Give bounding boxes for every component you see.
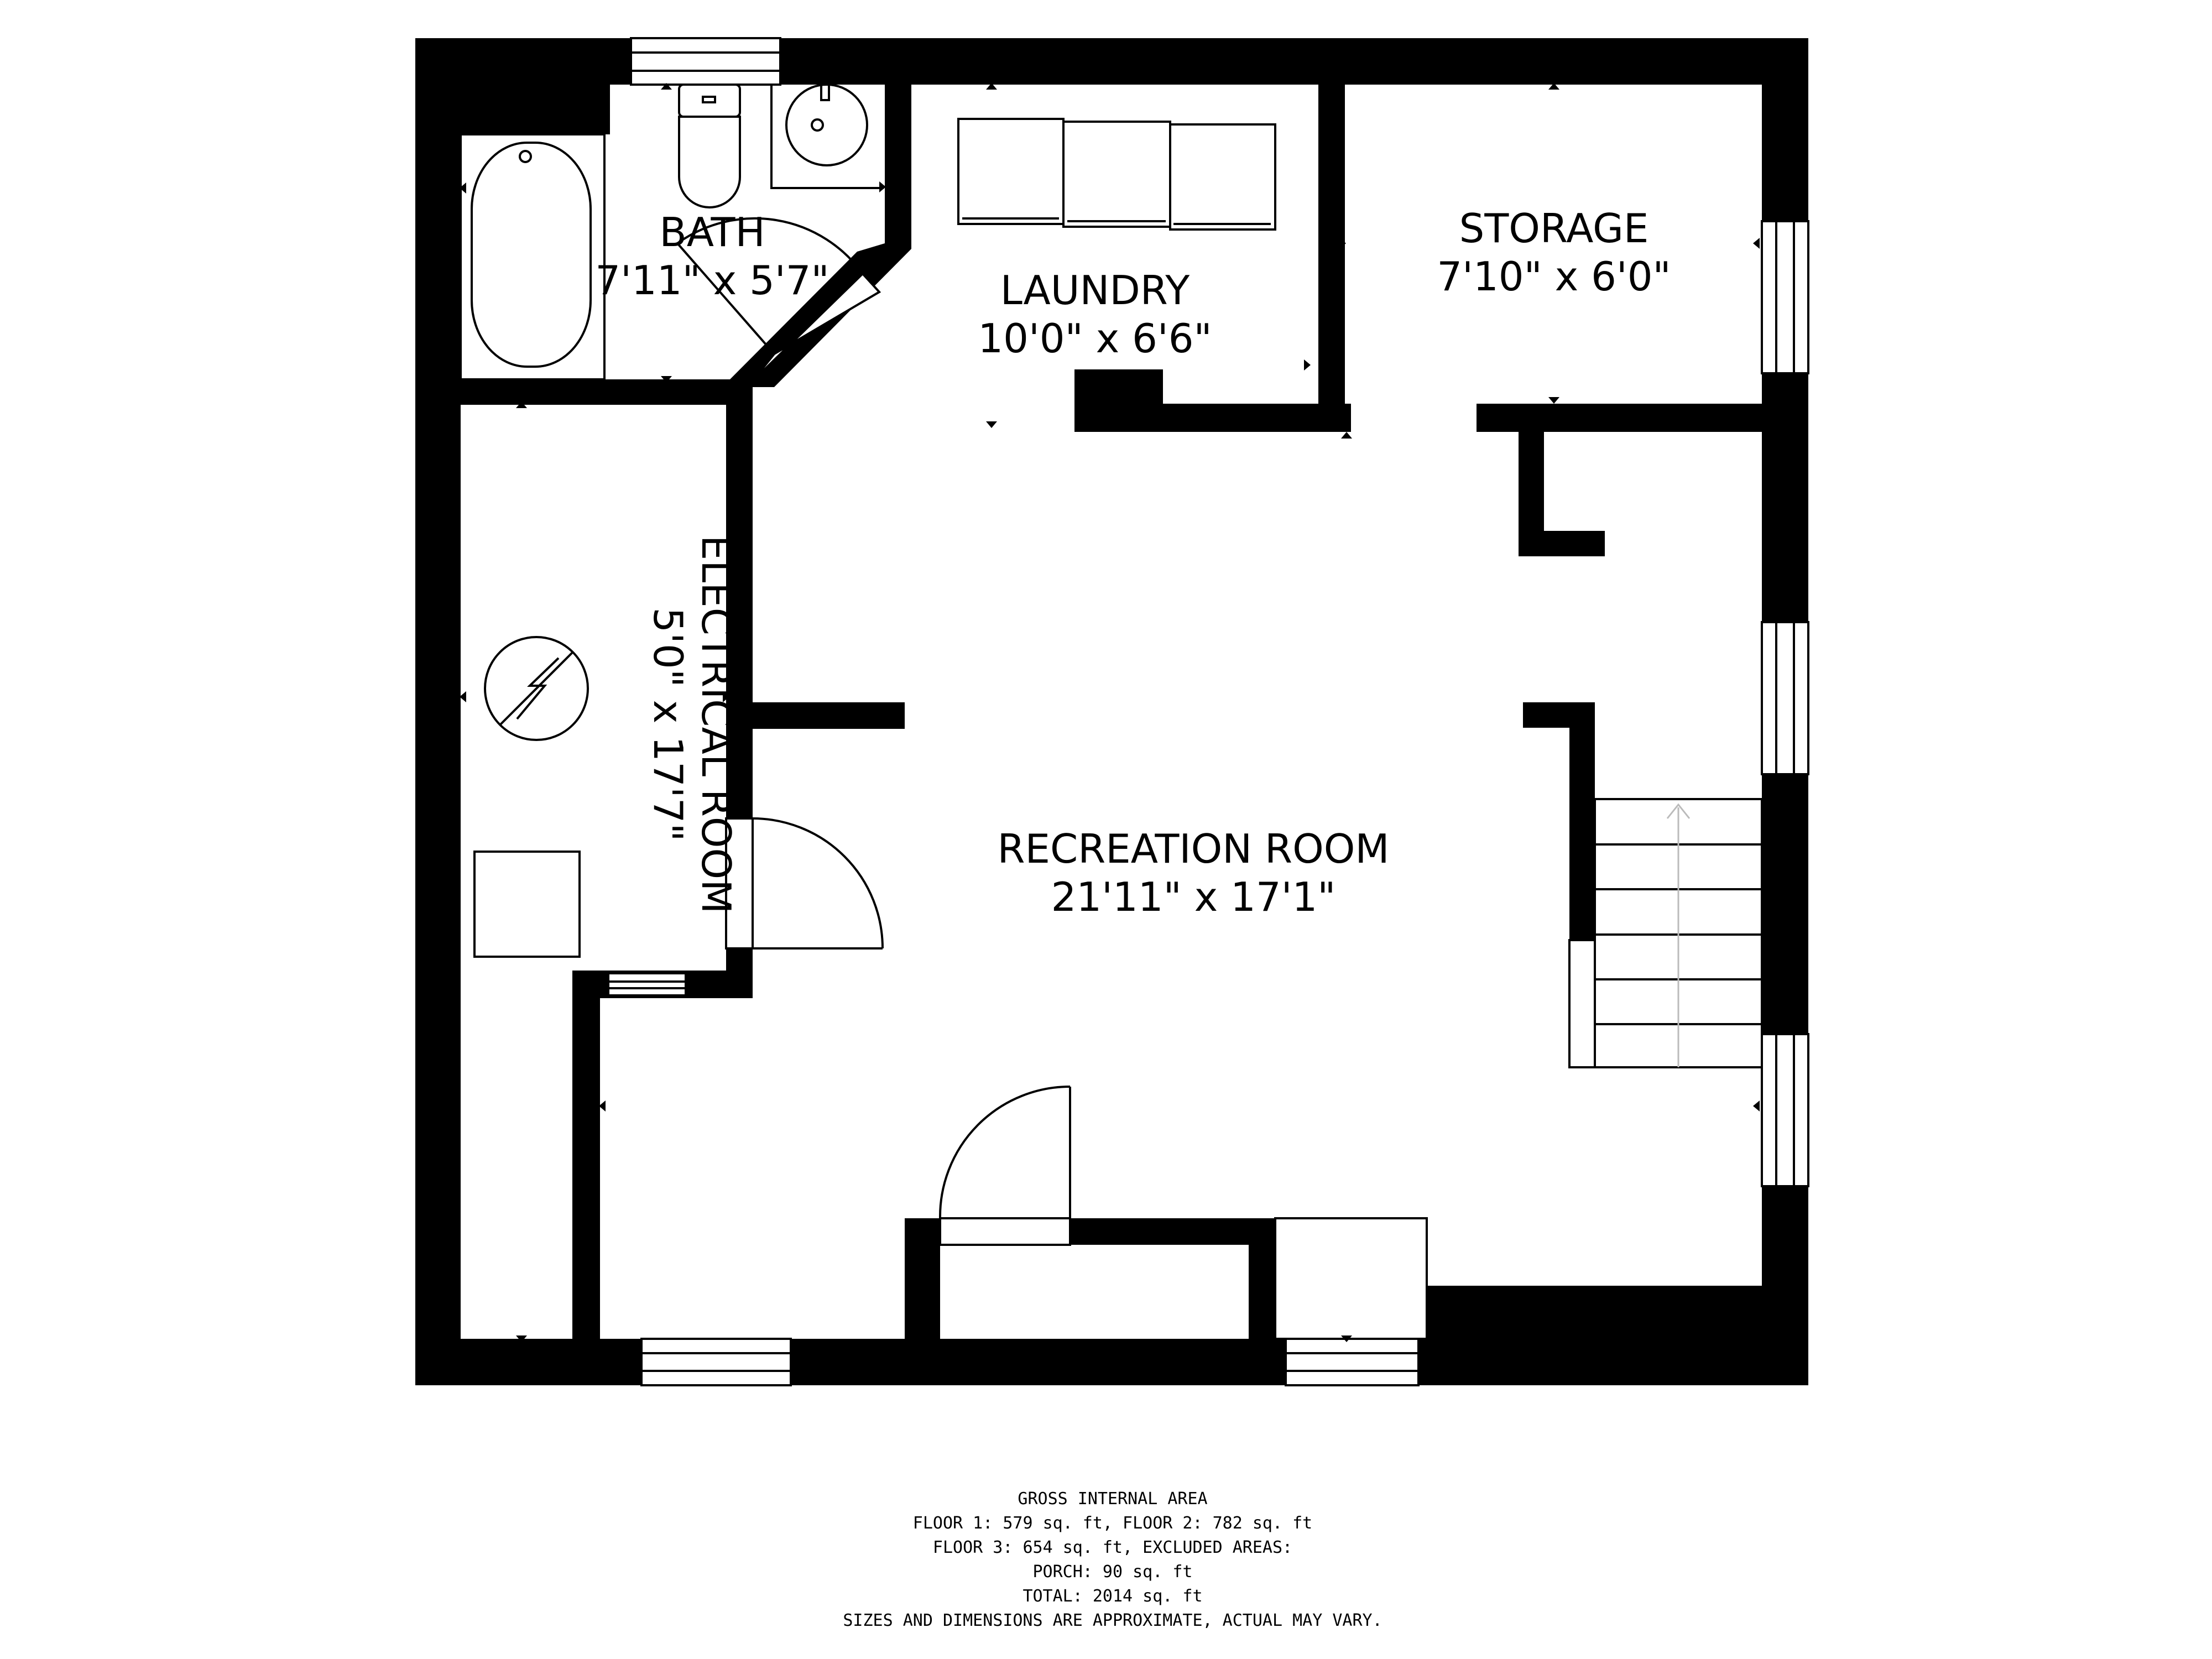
bath-label: BATH bbox=[659, 209, 765, 255]
area-disclaimer: SIZES AND DIMENSIONS ARE APPROXIMATE, AC… bbox=[843, 1611, 1382, 1630]
bathtub-icon bbox=[460, 133, 606, 380]
area-line-1: FLOOR 1: 579 sq. ft, FLOOR 2: 782 sq. ft bbox=[913, 1514, 1312, 1533]
area-line-3: PORCH: 90 sq. ft bbox=[1033, 1562, 1193, 1582]
fixtures bbox=[460, 84, 1276, 958]
washer-dryer-icon bbox=[957, 118, 1276, 231]
storage-label: STORAGE bbox=[1459, 205, 1649, 252]
laundry-dims: 10'0" x 6'6" bbox=[978, 315, 1212, 362]
area-heading: GROSS INTERNAL AREA bbox=[1018, 1489, 1207, 1509]
doors bbox=[676, 217, 1428, 1340]
area-line-2: FLOOR 3: 654 sq. ft, EXCLUDED AREAS: bbox=[933, 1538, 1292, 1557]
toilet-icon bbox=[678, 84, 741, 208]
area-summary: GROSS INTERNAL AREA FLOOR 1: 579 sq. ft,… bbox=[843, 1489, 1382, 1630]
laundry-label: LAUNDRY bbox=[1000, 267, 1190, 314]
stairs bbox=[1568, 798, 1763, 1068]
bath-dims: 7'11" x 5'7" bbox=[595, 257, 829, 304]
area-line-4: TOTAL: 2014 sq. ft bbox=[1022, 1587, 1202, 1606]
utility-box bbox=[473, 851, 581, 958]
measurement-ticks bbox=[460, 83, 1760, 1342]
recreation-room-label: RECREATION ROOM bbox=[997, 826, 1389, 872]
windows bbox=[607, 37, 1809, 1386]
recreation-room-dims: 21'11" x 17'1" bbox=[1051, 874, 1336, 920]
electrical-room-label: ELECTRICAL ROOM bbox=[693, 535, 739, 914]
electrical-panel-icon bbox=[484, 636, 589, 741]
electrical-room-dims: 5'0" x 17'7" bbox=[645, 607, 691, 841]
sink-icon bbox=[770, 84, 884, 189]
storage-dims: 7'10" x 6'0" bbox=[1437, 253, 1671, 300]
